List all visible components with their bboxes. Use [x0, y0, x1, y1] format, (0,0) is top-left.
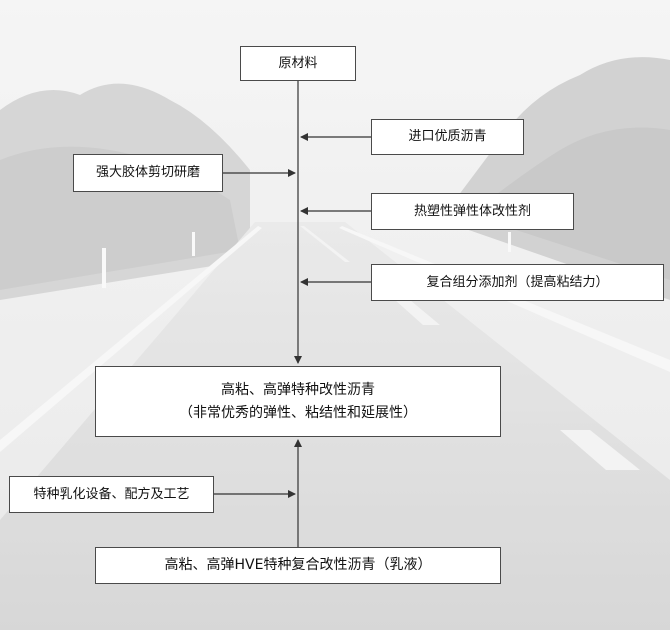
rubber-grinding-label: 强大胶体剪切研磨	[95, 165, 200, 181]
emulsification-node: 特种乳化设备、配方及工艺	[9, 476, 214, 513]
thermoplastic-modifier-label: 热塑性弹性体改性剂	[413, 203, 531, 219]
raw-material-label: 原材料	[278, 55, 318, 71]
final-product-label: 高粘、高弹HVE特种复合改性沥青（乳液）	[164, 557, 432, 574]
modified-asphalt-title: 高粘、高弹特种改性沥青	[221, 382, 375, 399]
modified-asphalt-note: （非常优秀的弹性、粘结性和延展性）	[179, 404, 417, 421]
thermoplastic-modifier-node: 热塑性弹性体改性剂	[371, 193, 574, 230]
rubber-grinding-node: 强大胶体剪切研磨	[73, 154, 223, 192]
import-asphalt-label: 进口优质沥青	[408, 129, 487, 145]
roadside-posts	[102, 232, 511, 288]
emulsification-label: 特种乳化设备、配方及工艺	[33, 486, 190, 502]
raw-material-node: 原材料	[240, 46, 356, 81]
final-product-node: 高粘、高弹HVE特种复合改性沥青（乳液）	[95, 547, 501, 584]
modified-asphalt-node: 高粘、高弹特种改性沥青 （非常优秀的弹性、粘结性和延展性）	[95, 366, 501, 437]
import-asphalt-node: 进口优质沥青	[371, 119, 524, 155]
compound-additive-node: 复合组分添加剂（提高粘结力）	[371, 264, 664, 301]
compound-additive-label: 复合组分添加剂（提高粘结力）	[426, 274, 609, 290]
